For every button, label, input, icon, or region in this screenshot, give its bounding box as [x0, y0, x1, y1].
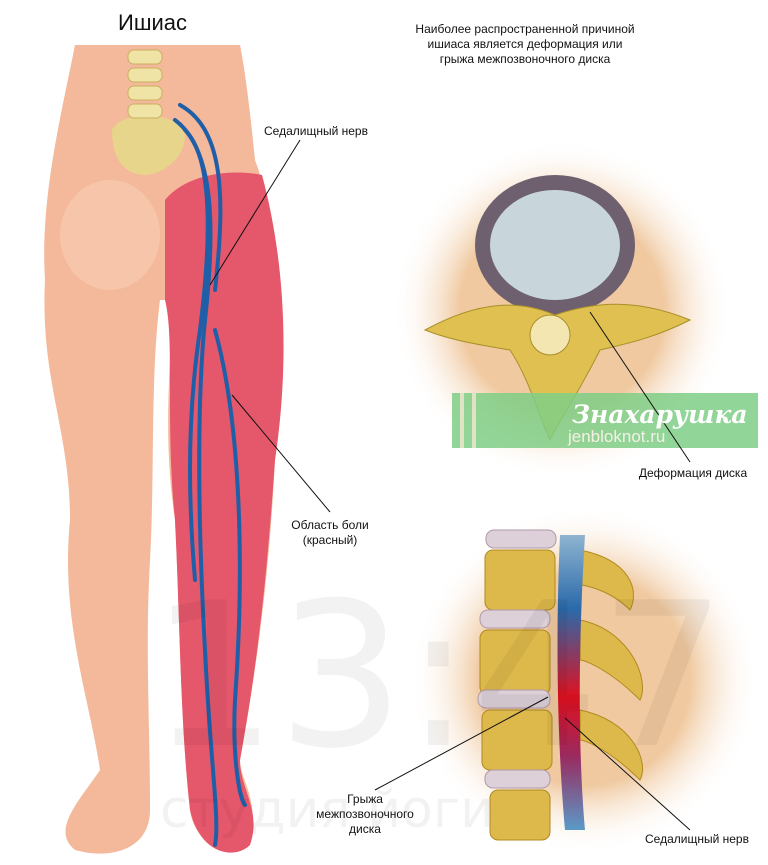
label-disc-deformation: Деформация диска	[638, 466, 748, 480]
watermark-banner	[452, 393, 758, 448]
body-back-view	[44, 45, 284, 854]
label-pain-area-line1: Область боли	[291, 518, 369, 532]
label-hernia-line2: межпозвоночного	[316, 807, 414, 821]
leader-lines	[209, 139, 691, 831]
spine-side-view	[410, 505, 760, 855]
label-sciatic-nerve-bottom: Седалищный нерв	[645, 832, 749, 846]
label-hernia-line1: Грыжа	[347, 792, 383, 806]
watermark-site: jenbloknot.ru	[568, 427, 666, 446]
label-hernia-line3: диска	[349, 822, 381, 836]
label-hernia: Грыжа межпозвоночного диска	[300, 792, 430, 837]
intro-text: Наиболее распространенной причиной ишиас…	[415, 22, 635, 66]
watermark-time: 13:47	[150, 560, 727, 793]
watermark-studio: студия йоги	[160, 780, 494, 840]
label-sciatic-nerve-top: Седалищный нерв	[264, 124, 368, 138]
page-title: Ишиас	[118, 10, 187, 35]
label-pain-area: Область боли (красный)	[280, 518, 380, 548]
label-pain-area-line2: (красный)	[302, 533, 358, 547]
watermark-brand: Знахарушка	[572, 400, 748, 429]
